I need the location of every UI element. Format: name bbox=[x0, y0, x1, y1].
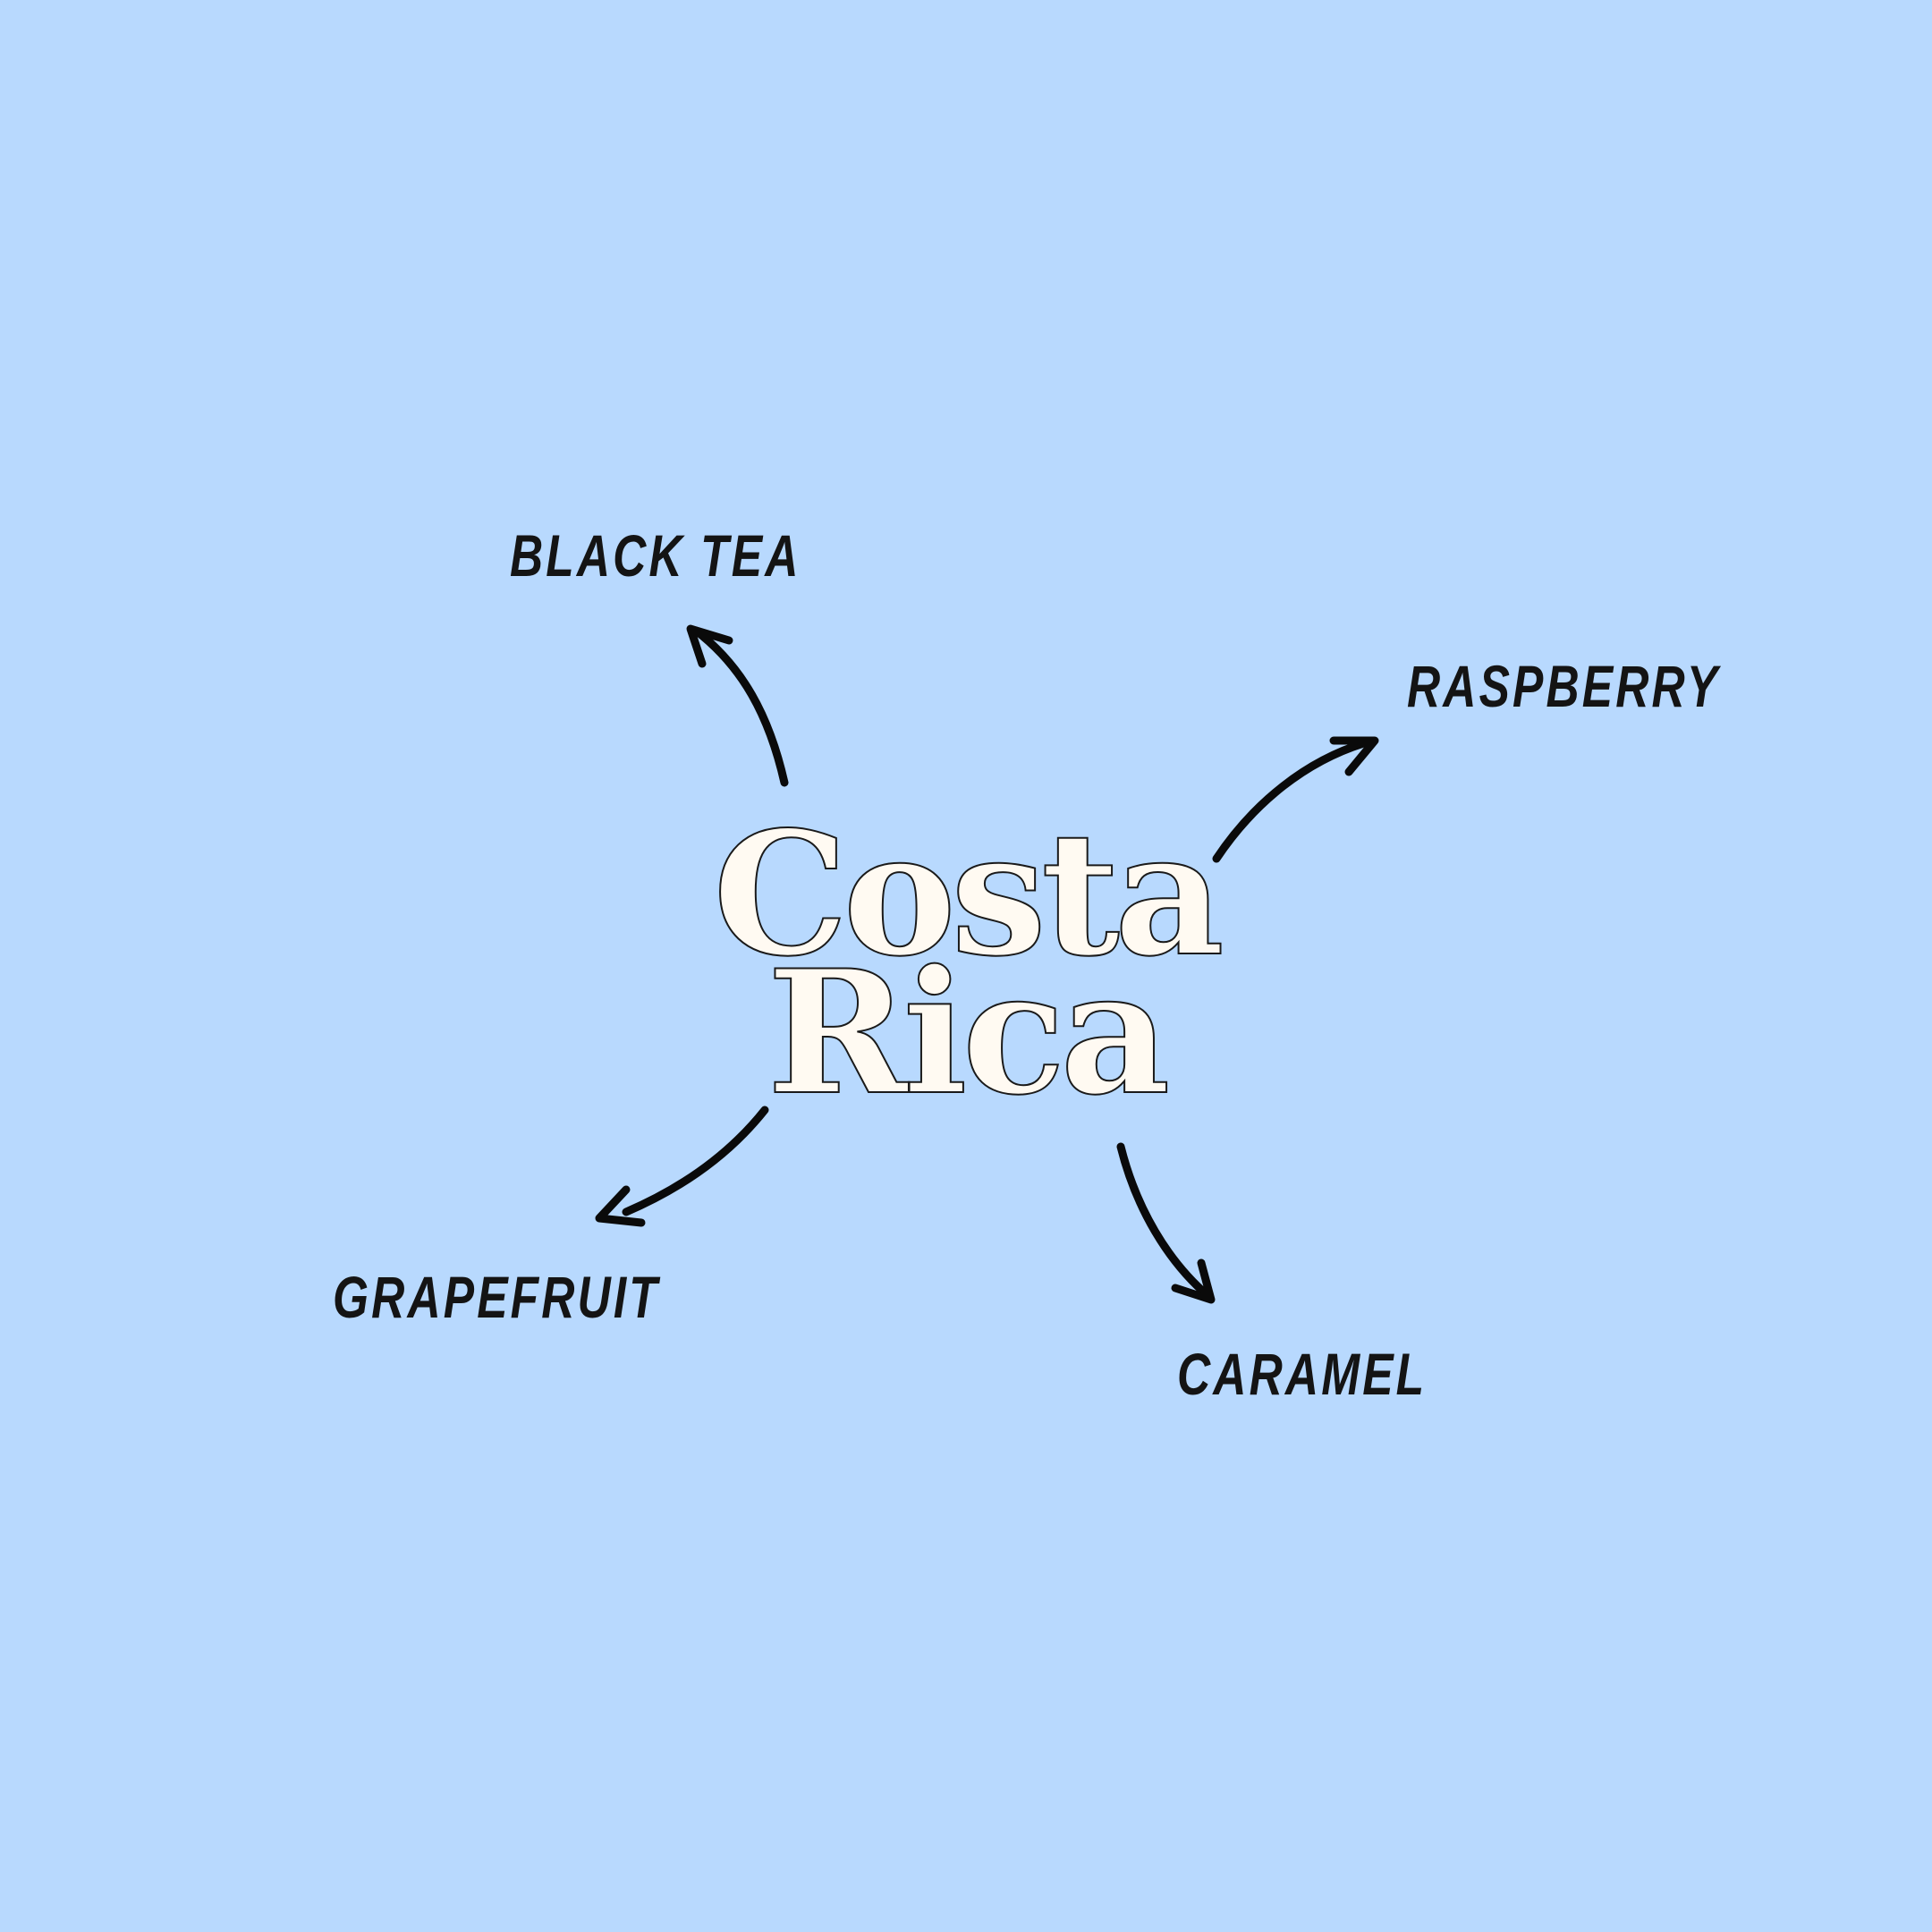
arrow-raspberry-icon bbox=[1212, 736, 1379, 863]
arrow-grapefruit-icon bbox=[595, 1106, 769, 1227]
title-rica: Rica bbox=[767, 933, 1172, 1132]
arrow-black-tea-icon bbox=[686, 624, 789, 787]
flavor-label-caramel: CARAMEL bbox=[1177, 1341, 1428, 1407]
arrow-caramel-icon bbox=[1116, 1142, 1216, 1304]
flavor-label-black-tea: BLACK TEA bbox=[510, 522, 801, 589]
title-costa: Costa bbox=[712, 794, 1225, 994]
flavor-label-grapefruit: GRAPEFRUIT bbox=[333, 1264, 660, 1330]
flavor-label-raspberry: RASPBERRY bbox=[1407, 653, 1721, 719]
